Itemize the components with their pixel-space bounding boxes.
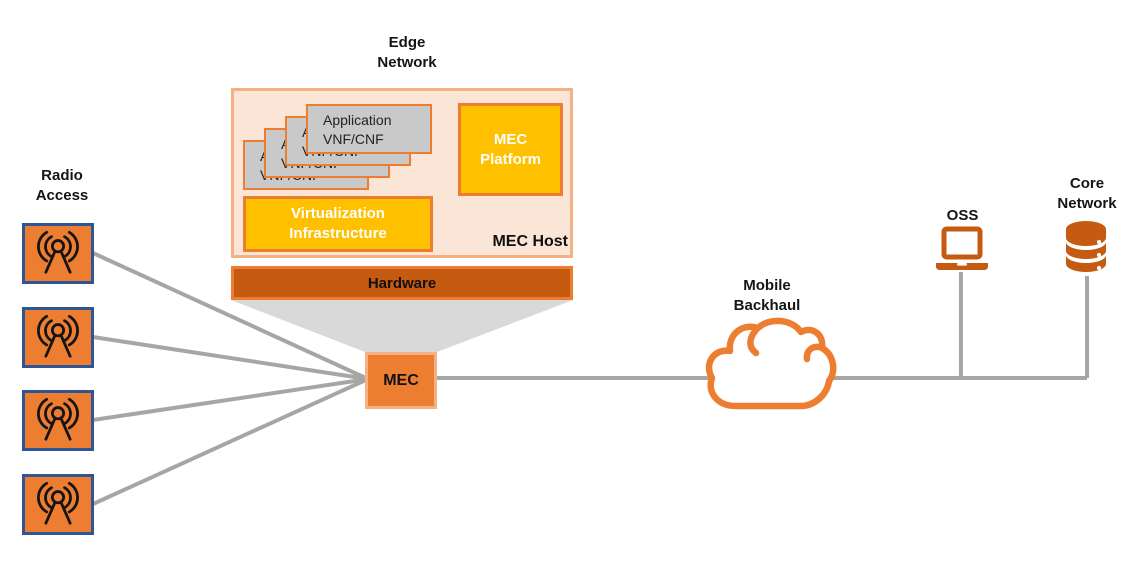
oss-label: OSS (946, 207, 979, 224)
database-icon (1066, 221, 1106, 272)
core-network-label: Core Network (1057, 175, 1117, 212)
mec-node: MEC (365, 352, 437, 409)
radio-access-node (22, 223, 94, 284)
virtualization-infrastructure-box: Virtualization Infrastructure (243, 196, 433, 252)
hardware-bar: Hardware (231, 266, 573, 300)
radio-tower-icon (37, 397, 79, 441)
radio-access-node (22, 390, 94, 451)
radio-tower-icon (37, 314, 79, 358)
cloud-icon (705, 317, 837, 410)
radio-tower-icon (37, 481, 79, 525)
mobile-backhaul-label: Mobile Backhaul (733, 277, 801, 314)
radio-access-node (22, 307, 94, 368)
link-ran3-mec (92, 377, 369, 422)
radio-access-label: Radio Access (35, 167, 89, 204)
link-ran1-mec (92, 251, 369, 381)
radio-access-node (22, 474, 94, 535)
link-ran2-mec (92, 335, 369, 381)
link-ran4-mec (92, 377, 369, 506)
radio-tower-icon (37, 230, 79, 274)
funnel-shape (231, 300, 573, 352)
laptop-icon (936, 226, 988, 270)
mec-platform-box: MEC Platform (458, 103, 563, 196)
edge-network-label: Edge Network (377, 34, 437, 71)
application-box-front: Application VNF/CNF (306, 104, 432, 154)
mec-host-label: MEC Host (492, 233, 568, 250)
